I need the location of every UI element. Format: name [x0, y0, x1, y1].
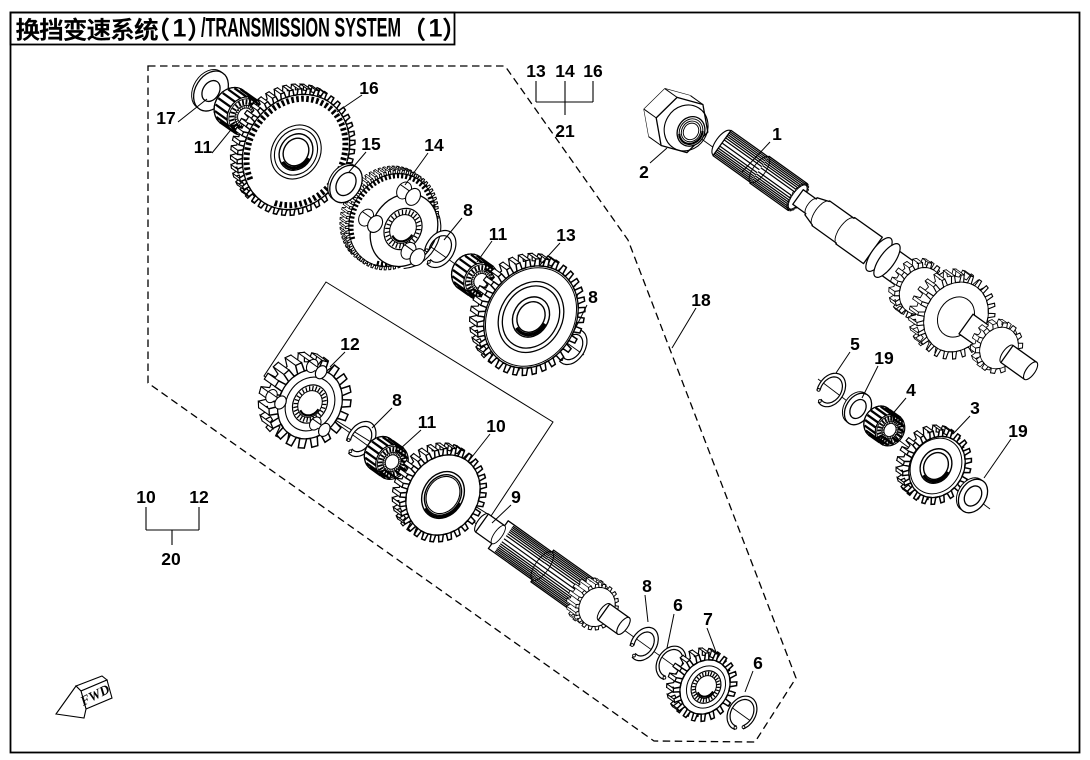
svg-text:14: 14	[424, 135, 444, 155]
svg-text:11: 11	[418, 412, 437, 432]
svg-text:8: 8	[588, 287, 598, 307]
svg-text:11: 11	[489, 224, 508, 244]
svg-text:11: 11	[194, 137, 213, 157]
svg-text:13: 13	[556, 225, 576, 245]
svg-text:8: 8	[463, 200, 473, 220]
svg-text:10: 10	[486, 416, 506, 436]
svg-text:12: 12	[340, 334, 360, 354]
svg-text:16: 16	[583, 61, 603, 81]
svg-text:19: 19	[874, 348, 894, 368]
svg-text:9: 9	[511, 487, 521, 507]
svg-text:17: 17	[156, 108, 175, 128]
svg-text:1: 1	[173, 15, 187, 43]
svg-text:12: 12	[189, 487, 209, 507]
svg-text:8: 8	[392, 390, 402, 410]
svg-text:4: 4	[906, 380, 916, 400]
svg-text:1: 1	[429, 15, 443, 43]
svg-text:10: 10	[136, 487, 156, 507]
svg-text:16: 16	[359, 78, 379, 98]
svg-text:2: 2	[639, 162, 649, 182]
svg-text:6: 6	[673, 595, 683, 615]
svg-text:20: 20	[161, 549, 181, 569]
svg-text:14: 14	[555, 61, 575, 81]
svg-text:/TRANSMISSION SYSTEM: /TRANSMISSION SYSTEM	[201, 13, 401, 43]
svg-text:19: 19	[1008, 421, 1028, 441]
svg-text:1: 1	[772, 124, 782, 144]
svg-text:3: 3	[970, 398, 980, 418]
svg-text:13: 13	[526, 61, 546, 81]
svg-text:8: 8	[642, 576, 652, 596]
svg-text:5: 5	[850, 334, 860, 354]
svg-text:15: 15	[361, 134, 381, 154]
svg-text:6: 6	[753, 653, 763, 673]
svg-text:7: 7	[703, 609, 713, 629]
svg-text:18: 18	[691, 290, 711, 310]
svg-text:21: 21	[555, 121, 575, 141]
